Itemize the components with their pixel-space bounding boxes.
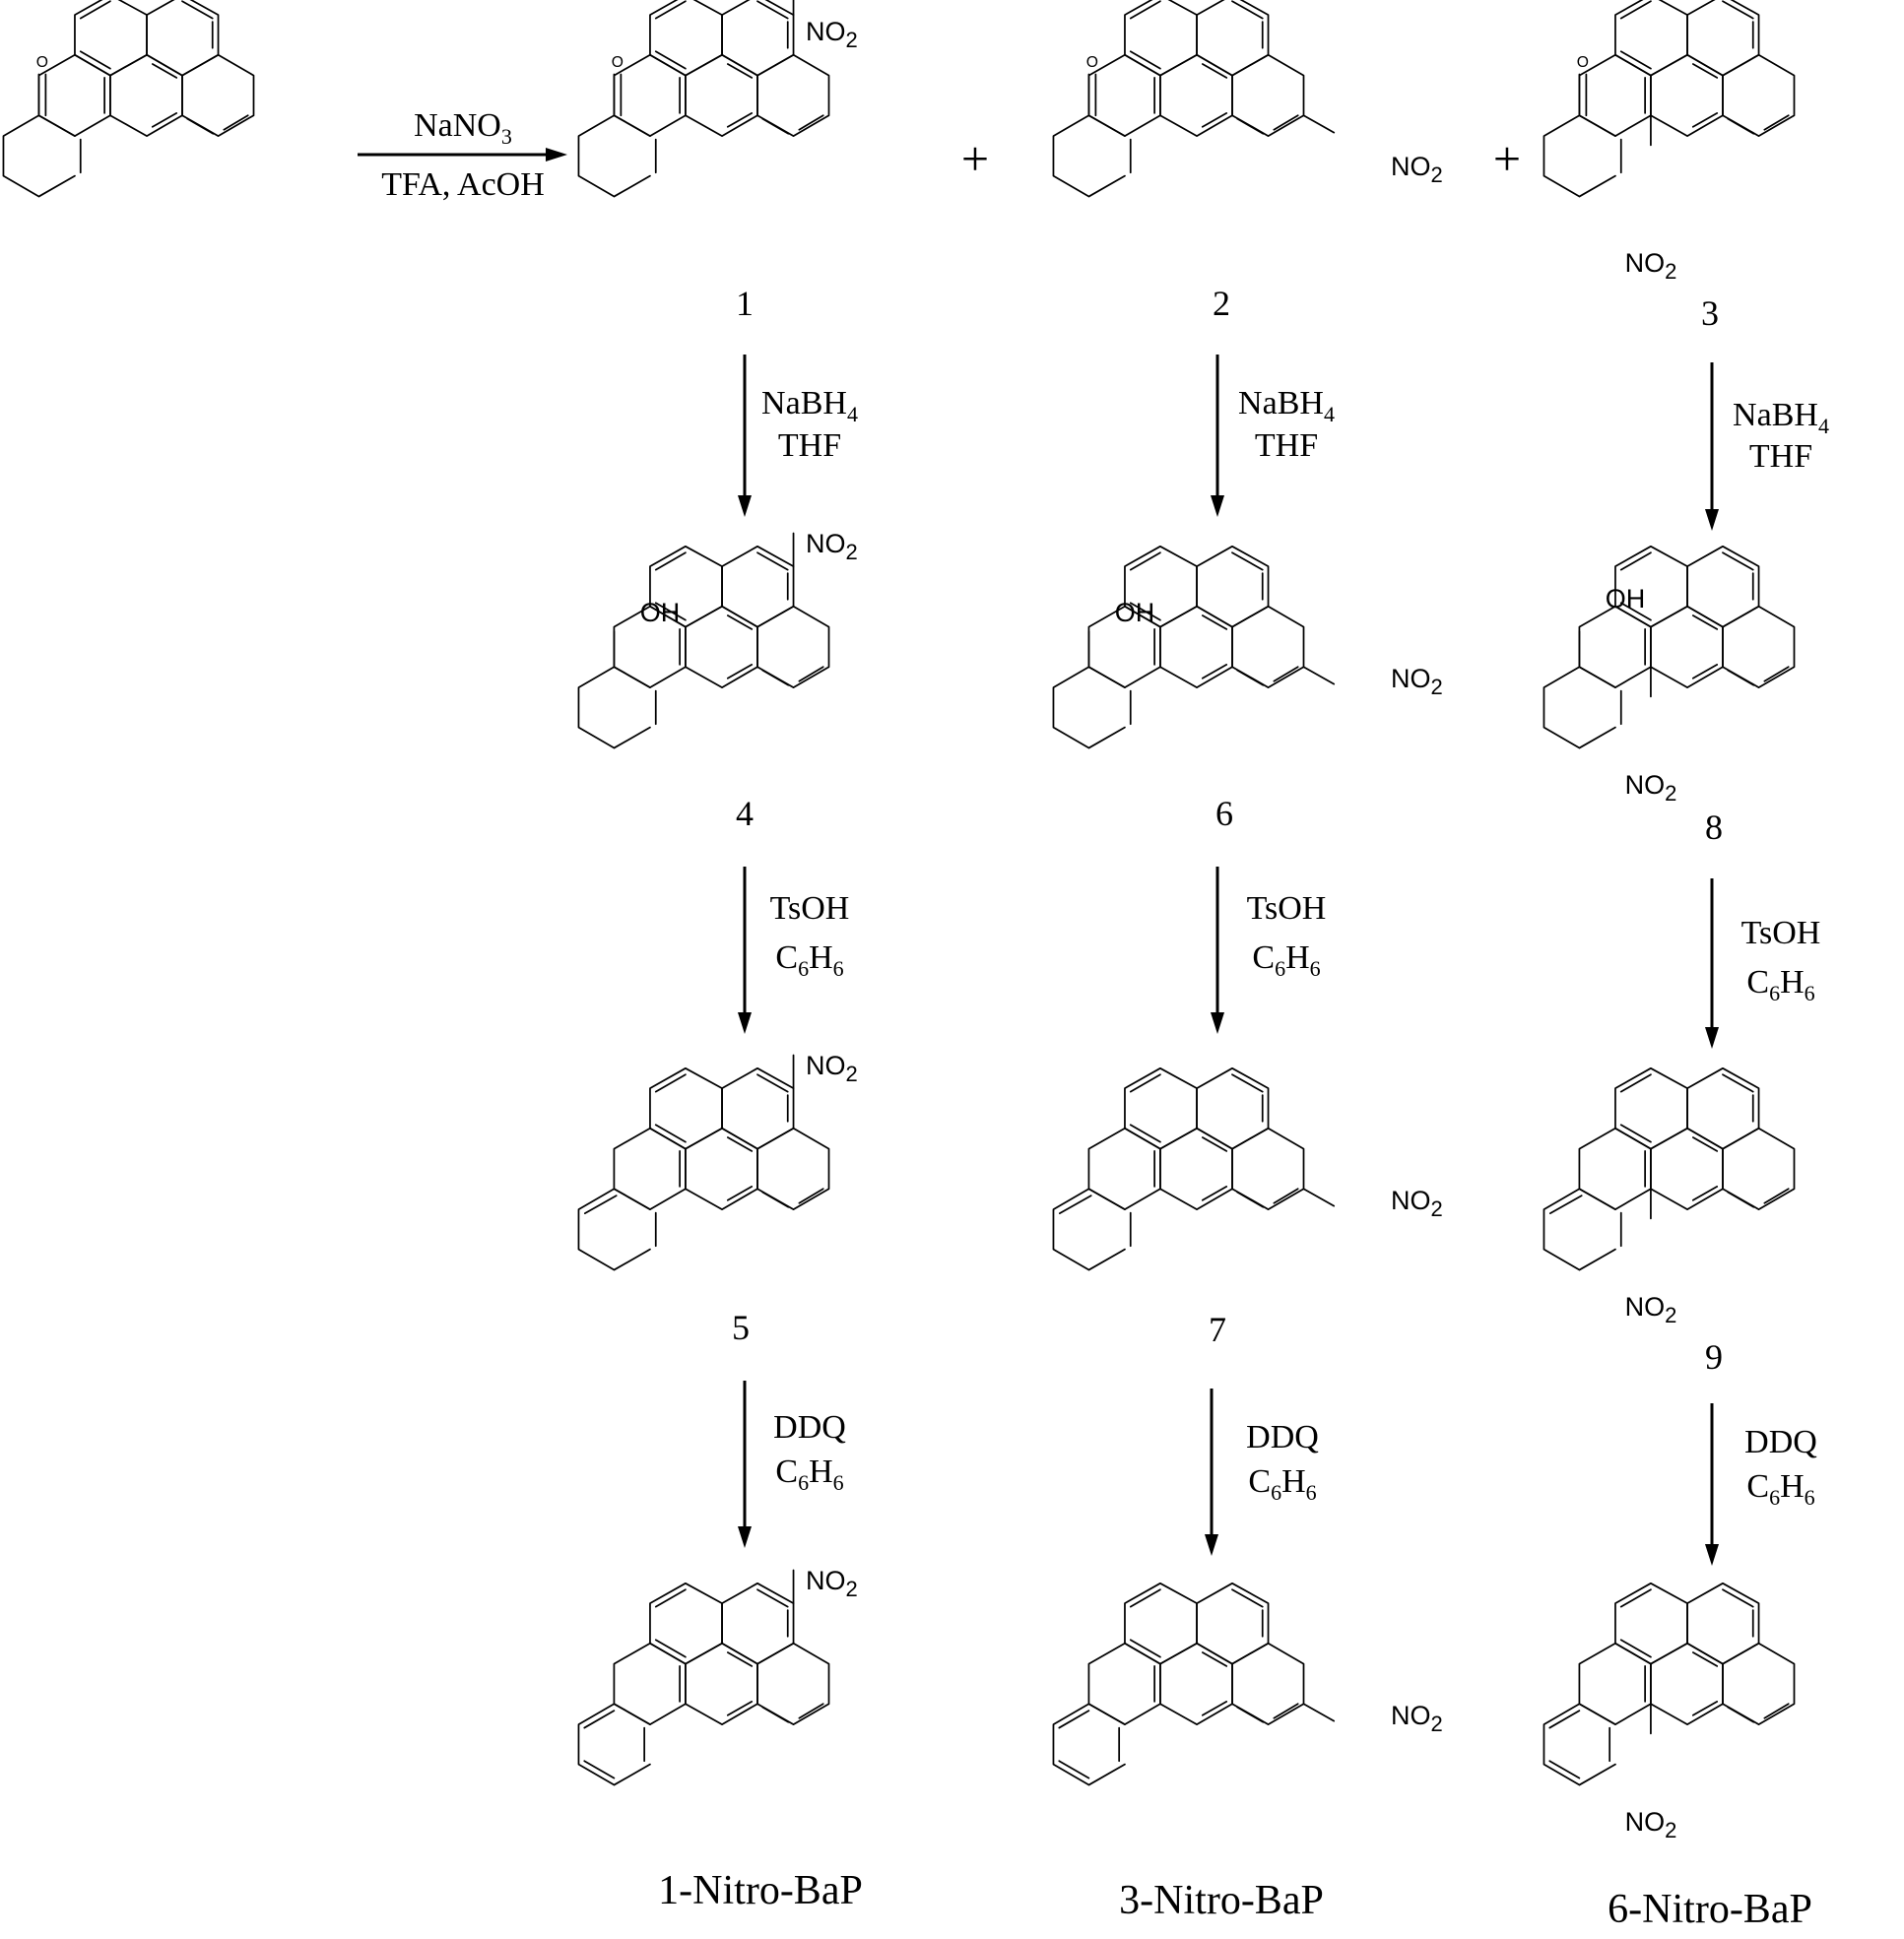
nitro-group-label: NO2: [1625, 1292, 1677, 1327]
arrowhead: [738, 1012, 752, 1034]
nitro-group-label: NO2: [806, 1566, 858, 1601]
arrowhead: [1705, 509, 1719, 531]
oxygen-label: O: [1577, 54, 1589, 71]
reagent-label: C6H6: [775, 1454, 843, 1495]
3-nitro-bap-structure: [1052, 1582, 1336, 1786]
arrowhead: [738, 495, 752, 517]
oxygen-label: O: [36, 54, 48, 71]
plus-sign: +: [1493, 131, 1521, 186]
arrowhead: [1705, 1544, 1719, 1566]
compound-8-structure: [1543, 545, 1796, 749]
reagent-label: TFA, AcOH: [381, 166, 545, 203]
reagent-label: C6H6: [1248, 1463, 1316, 1505]
hydroxyl-label: OH: [1115, 598, 1155, 627]
arrowhead: [1705, 1027, 1719, 1049]
arrowhead: [1211, 495, 1224, 517]
compound-number: 3: [1701, 293, 1719, 333]
compound-number: 2: [1213, 284, 1230, 323]
compound-number: 9: [1705, 1337, 1723, 1377]
nitro-group-label: NO2: [1391, 1186, 1443, 1221]
starting-ketone-structure: O: [2, 0, 255, 198]
compound-9-structure: [1543, 1066, 1796, 1271]
nitro-group-label: NO2: [1625, 1807, 1677, 1842]
reagent-label: NaBH4: [1238, 385, 1335, 426]
reagent-label: NaNO3: [414, 107, 512, 149]
nitro-group-label: NO2: [1625, 770, 1677, 806]
product-name: 6-Nitro-BaP: [1608, 1887, 1812, 1932]
compound-7-structure: [1052, 1066, 1336, 1271]
compound-1-structure: O: [577, 0, 830, 198]
reagent-label: TsOH: [1247, 890, 1327, 927]
reagent-label: C6H6: [775, 939, 843, 981]
reagent-label: DDQ: [1744, 1424, 1817, 1460]
arrowhead: [1211, 1012, 1224, 1034]
reagent-label: C6H6: [1746, 1468, 1814, 1510]
compound-5-structure: [577, 1054, 830, 1271]
nitro-group-label: NO2: [1391, 1701, 1443, 1736]
nitro-group-label: NO2: [806, 529, 858, 564]
compound-number: 8: [1705, 808, 1723, 847]
6-nitro-bap-structure: [1543, 1582, 1796, 1786]
compound-number: 6: [1215, 794, 1233, 833]
compound-3-structure: O: [1543, 0, 1796, 198]
hydroxyl-label: OH: [1606, 584, 1646, 614]
arrowhead: [546, 148, 567, 162]
compound-6-structure: [1052, 545, 1336, 749]
oxygen-label: O: [1086, 54, 1098, 71]
reagent-label: NaBH4: [1733, 397, 1829, 438]
reagent-label: THF: [1749, 438, 1812, 475]
compound-4-structure: [577, 532, 830, 749]
1-nitro-bap-structure: [577, 1569, 830, 1786]
reagent-label: THF: [778, 427, 841, 464]
compound-number: 5: [732, 1308, 750, 1347]
arrowhead: [738, 1526, 752, 1548]
product-name: 3-Nitro-BaP: [1119, 1878, 1324, 1923]
reagent-label: TsOH: [1741, 915, 1821, 951]
compound-number: 4: [736, 794, 754, 833]
product-name: 1-Nitro-BaP: [658, 1868, 863, 1913]
reagent-label: TsOH: [770, 890, 850, 927]
reagent-label: NaBH4: [761, 385, 858, 426]
nitro-group-label: NO2: [1391, 152, 1443, 187]
reagent-label: C6H6: [1252, 939, 1320, 981]
nitro-group-label: NO2: [1391, 664, 1443, 699]
compound-number: 7: [1209, 1310, 1226, 1349]
reagent-label: DDQ: [773, 1409, 846, 1446]
compound-2-structure: O: [1052, 0, 1336, 198]
reagent-label: C6H6: [1746, 964, 1814, 1005]
oxygen-label: O: [612, 54, 624, 71]
nitro-group-label: NO2: [1625, 248, 1677, 284]
reagent-label: DDQ: [1246, 1419, 1319, 1455]
nitro-group-label: NO2: [806, 17, 858, 52]
compound-number: 1: [736, 284, 754, 323]
nitro-group-label: NO2: [806, 1051, 858, 1086]
arrowhead: [1205, 1534, 1218, 1556]
hydroxyl-label: OH: [640, 598, 681, 627]
plus-sign: +: [961, 131, 989, 186]
reagent-label: THF: [1255, 427, 1318, 464]
